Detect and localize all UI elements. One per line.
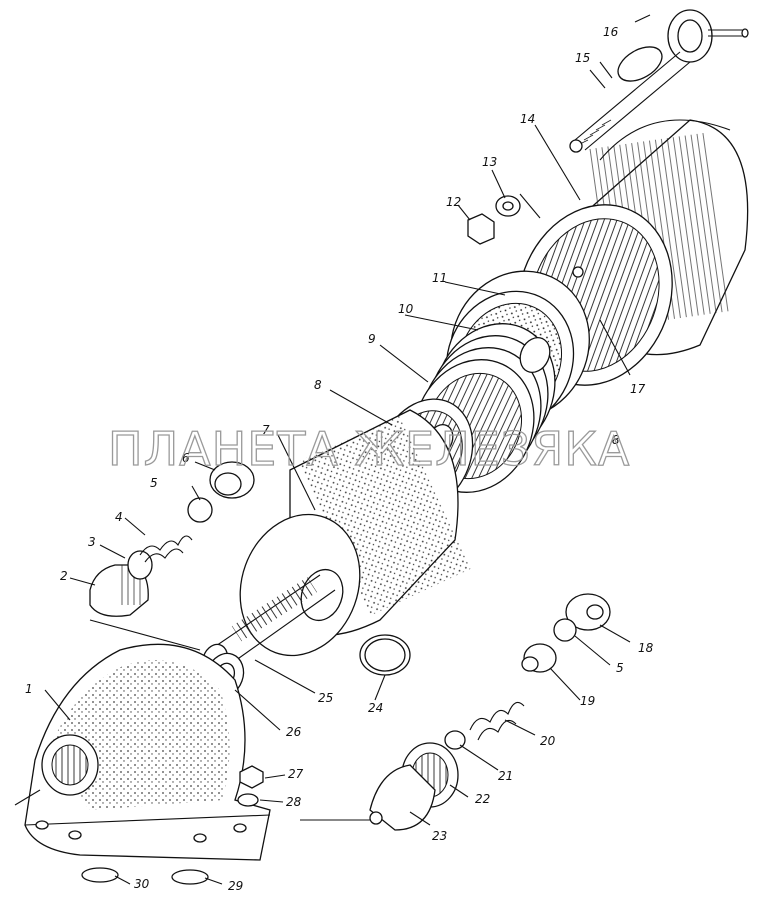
callout-8a: 8 — [314, 378, 322, 392]
callout-12: 12 — [446, 195, 461, 209]
part-16-ring — [617, 9, 749, 82]
part-4-spring — [139, 535, 193, 563]
part-28-washer — [237, 793, 259, 807]
part-15-threaded-rod — [569, 51, 691, 153]
callout-15: 15 — [575, 51, 590, 65]
callout-26: 26 — [286, 725, 302, 739]
callout-17: 17 — [630, 382, 646, 396]
callout-27: 27 — [288, 767, 304, 781]
part-29-gasket — [171, 869, 209, 885]
callout-13: 13 — [482, 155, 497, 169]
callout-5b: 5 — [616, 661, 624, 675]
callout-30: 30 — [134, 877, 150, 891]
part-7-cylinder — [239, 409, 471, 657]
callout-4: 4 — [115, 510, 123, 524]
part-18-cap — [565, 593, 611, 631]
part-21-washer — [444, 730, 466, 750]
callout-8b: 8 — [612, 433, 620, 447]
part-23-plug-body — [300, 764, 436, 831]
callout-2: 2 — [60, 569, 68, 583]
part-3-collar — [127, 550, 153, 580]
part-5b-ball — [553, 618, 577, 642]
callout-24: 24 — [368, 701, 383, 715]
part-12-nut — [467, 213, 495, 245]
callout-29: 29 — [228, 879, 243, 893]
callout-5a: 5 — [150, 476, 158, 490]
callout-11: 11 — [432, 271, 447, 285]
callout-19: 19 — [580, 694, 595, 708]
part-19-valve-seat — [521, 643, 557, 673]
watermark-text: ПЛАНЕТА ЖЕЛЕЗЯКА — [108, 422, 630, 476]
leader-lines — [44, 61, 631, 885]
callout-1: 1 — [25, 682, 33, 696]
callout-23: 23 — [432, 829, 447, 843]
callout-10: 10 — [398, 302, 414, 316]
callout-22: 22 — [475, 792, 490, 806]
callout-16: 16 — [603, 25, 619, 39]
part-20-spring — [469, 701, 525, 741]
part-1-housing — [14, 643, 271, 861]
leader-2-housing — [89, 619, 201, 651]
part-6-seat — [209, 461, 255, 499]
part-13-washer — [495, 193, 541, 219]
callout-labels: 1 2 3 4 5 6 7 8 9 10 11 12 13 14 15 16 1… — [25, 25, 654, 893]
part-30-gasket — [81, 867, 119, 883]
callout-28: 28 — [286, 795, 302, 809]
callout-20: 20 — [540, 734, 556, 748]
callout-6: 6 — [182, 451, 190, 465]
part-27-nut — [239, 765, 264, 789]
callout-3: 3 — [88, 535, 96, 549]
callout-7: 7 — [262, 423, 270, 437]
callout-21: 21 — [498, 769, 513, 783]
callout-9: 9 — [368, 332, 376, 346]
callout-18: 18 — [638, 641, 654, 655]
callout-14: 14 — [520, 112, 535, 126]
callout-25: 25 — [318, 691, 333, 705]
part-5-ball — [187, 497, 213, 523]
part-24-oring — [359, 634, 411, 676]
